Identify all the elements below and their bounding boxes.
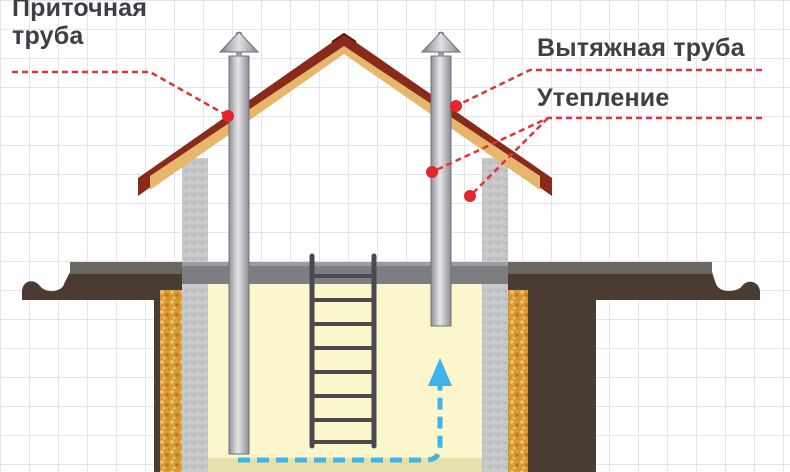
leader-lines <box>12 68 762 197</box>
pipe-cap-icon <box>420 31 462 56</box>
ladder-icon <box>309 253 377 449</box>
ceiling-slab <box>182 262 508 284</box>
insulation-label: Утепление <box>537 84 670 112</box>
dot-insulation-1 <box>426 166 438 178</box>
supply-pipe-label: Приточная труба <box>12 0 147 50</box>
supply-pipe <box>218 31 260 455</box>
supply-pipe-label-line1: Приточная <box>12 0 148 22</box>
leader-supply <box>12 70 229 118</box>
exhaust-pipe-label: Вытяжная труба <box>537 34 745 62</box>
leader-insulation-2 <box>469 117 549 197</box>
dot-exhaust <box>450 100 462 112</box>
supply-pipe-label-line2: труба <box>12 22 84 50</box>
leader-exhaust <box>455 68 762 108</box>
arrow-up-dashed-icon <box>238 358 452 463</box>
roof-ridge <box>331 32 357 43</box>
insulation-left <box>160 290 182 472</box>
pipe-cap-icon <box>218 31 260 56</box>
dot-insulation-2 <box>464 190 476 202</box>
leader-dots <box>222 100 476 202</box>
dot-supply <box>222 110 234 122</box>
roof-inner <box>150 46 540 190</box>
ceiling-slab-top <box>182 262 508 266</box>
insulation-right <box>506 290 528 472</box>
wall-right <box>482 158 508 472</box>
exhaust-pipe <box>420 31 462 327</box>
wall-left <box>182 158 208 472</box>
